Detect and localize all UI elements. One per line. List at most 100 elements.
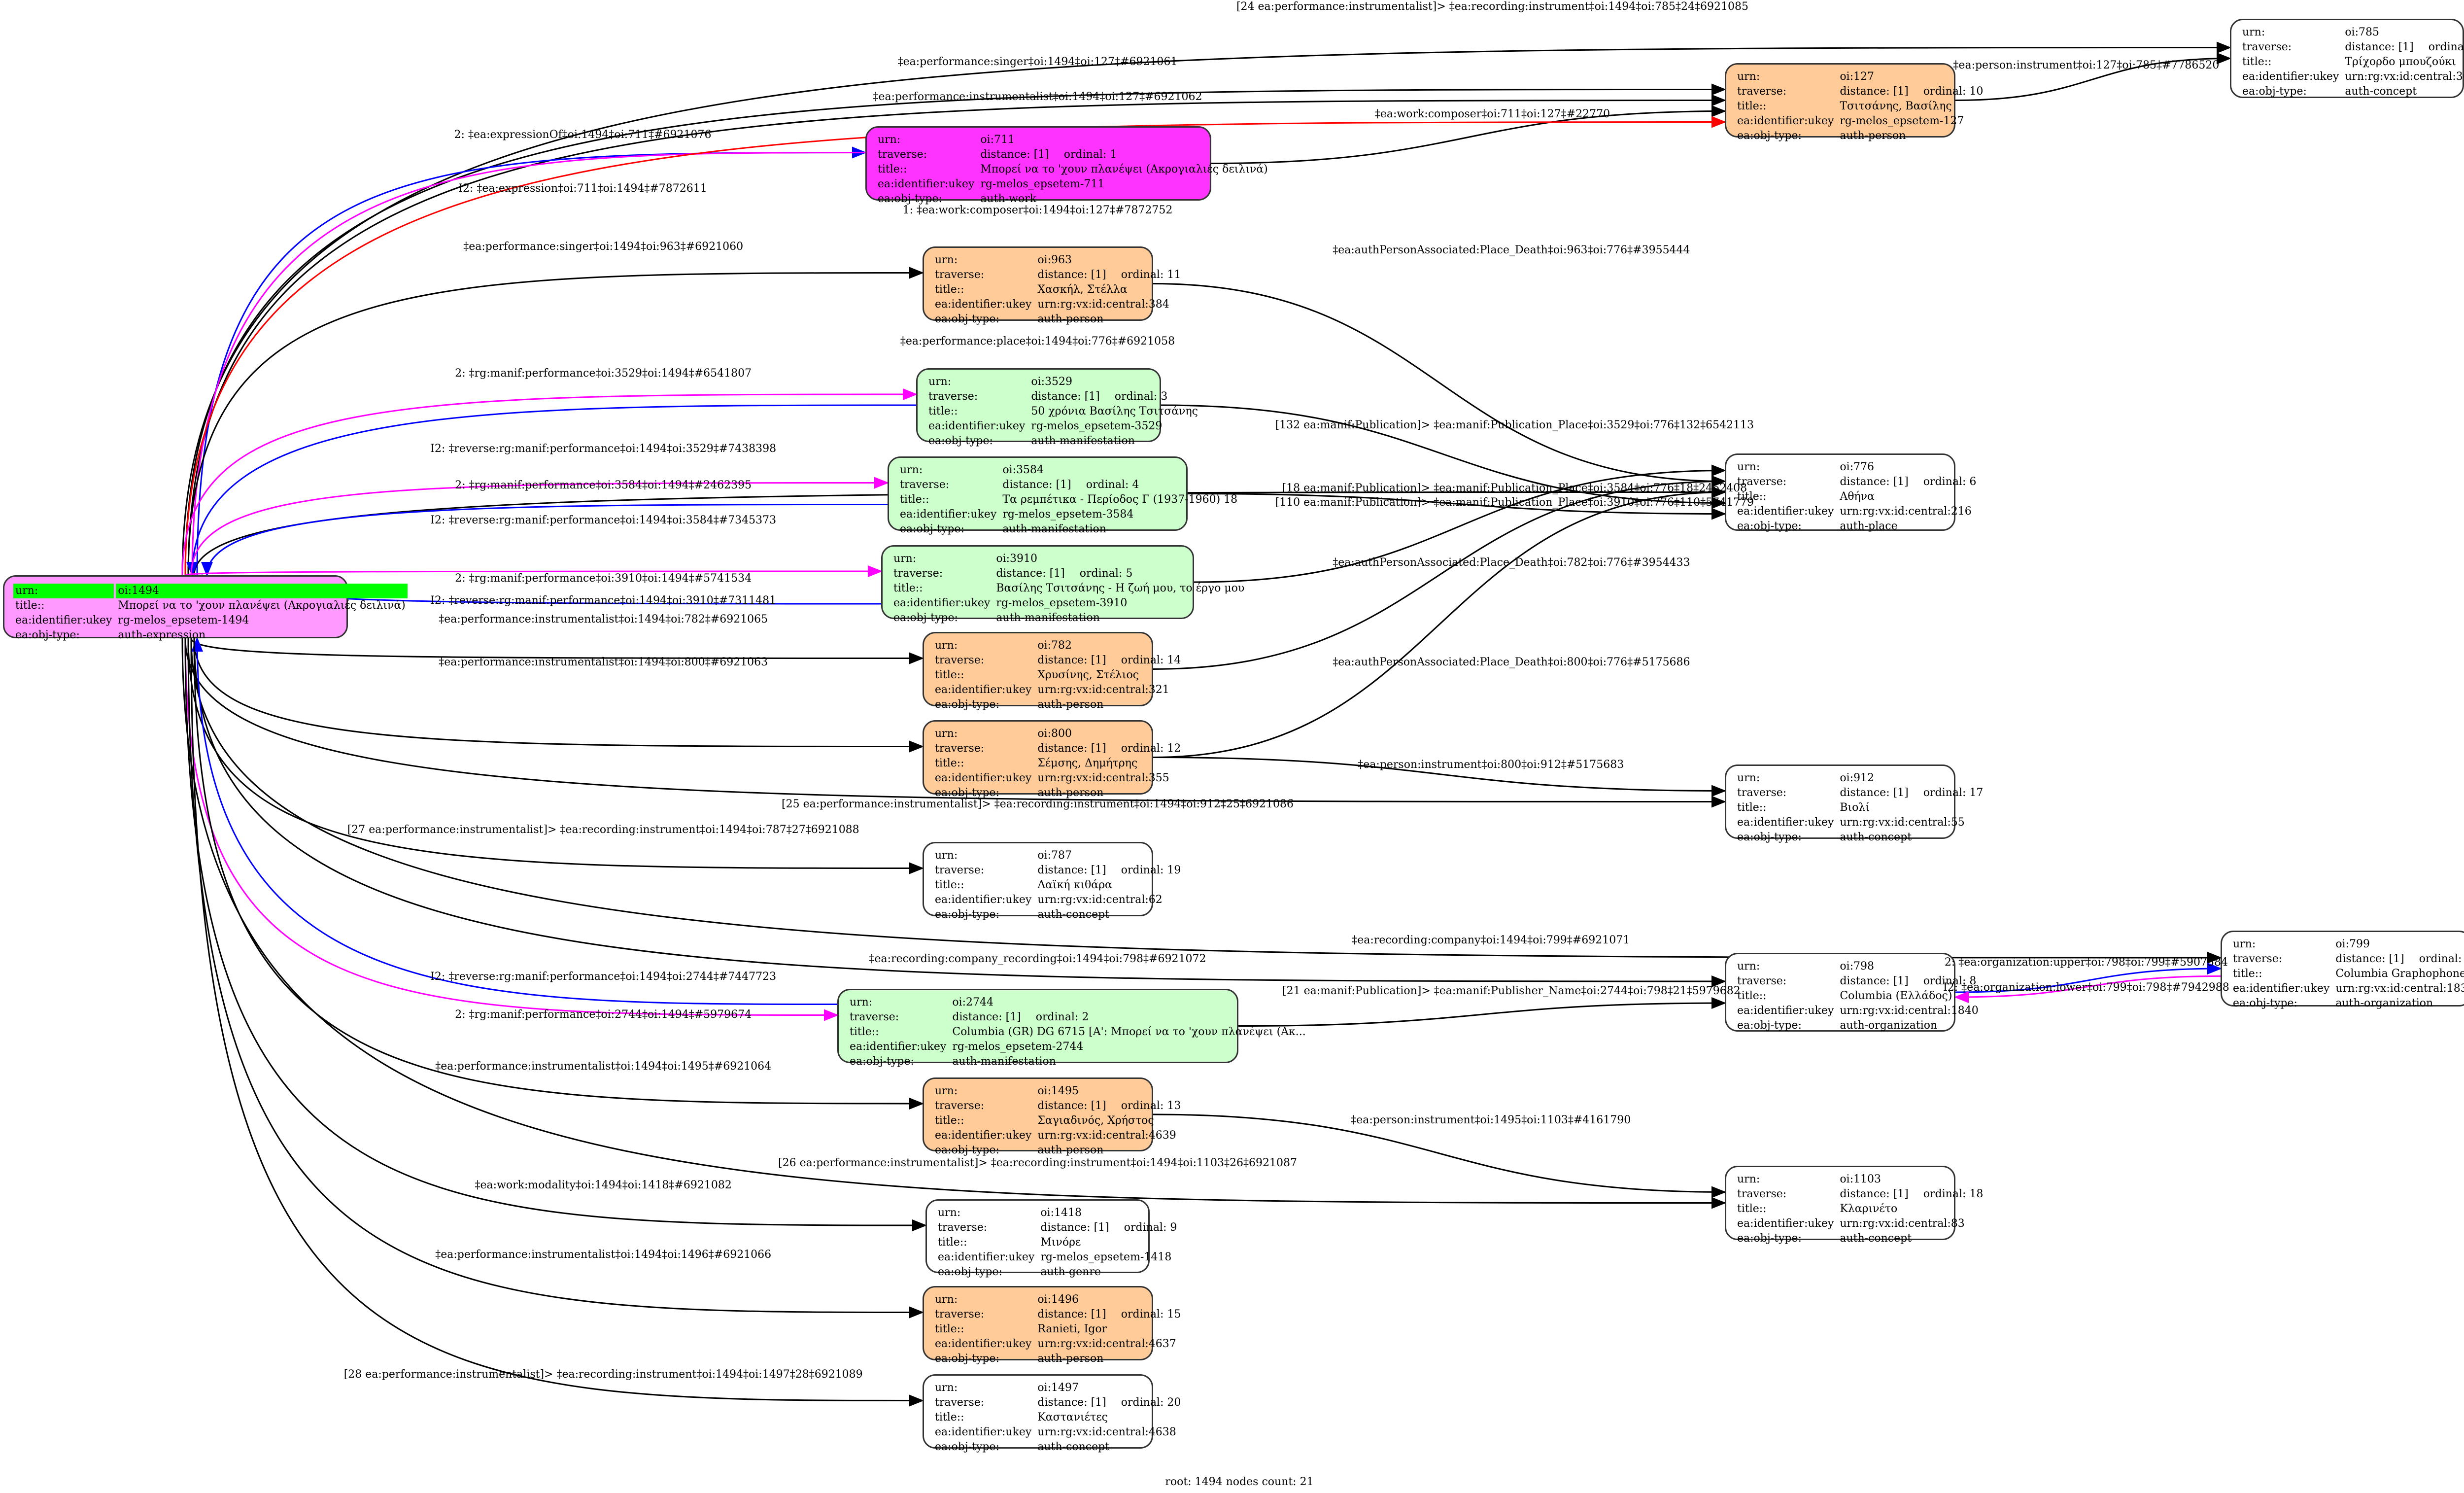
edge-label: I2: ‡reverse:rg:manif:performance‡oi:149… (430, 594, 777, 607)
field-label: traverse: (850, 1011, 899, 1023)
node-ordinal: ordinal: 16 (2428, 41, 2464, 53)
edge-1494-to-785 (181, 41, 2231, 576)
node-ordinal: ordinal: 12 (1121, 742, 1181, 755)
node-row-traverse: traverse:distance: [1]ordinal: 1 (876, 147, 1270, 162)
node-row-type: ea:obj-type:auth-person (933, 786, 1183, 800)
field-label: title:: (935, 669, 964, 681)
node-type: auth-work (980, 193, 1036, 205)
node-type: auth-person (1037, 313, 1104, 325)
field-label: traverse: (935, 864, 985, 876)
field-label: urn: (935, 254, 958, 266)
node-ukey: rg-melos_epsetem-711 (980, 178, 1105, 190)
node-distance: distance: [1] (1037, 1308, 1106, 1320)
node-distance: distance: [1] (1037, 269, 1106, 281)
node-row-urn: urn:oi:1418 (936, 1206, 1179, 1220)
field-label: ea:obj-type: (1737, 1019, 1802, 1032)
node-type: auth-place (1840, 520, 1898, 532)
field-label: ea:identifier:ukey (935, 298, 1032, 311)
field-label: urn: (2242, 26, 2265, 38)
node-row-type: ea:obj-type:auth-organization (2231, 996, 2464, 1011)
field-label: urn: (1737, 1173, 1760, 1185)
field-label: urn: (935, 1293, 958, 1306)
edge-label: ‡ea:performance:instrumentalist‡oi:1494‡… (435, 1060, 772, 1073)
edge-1494-to-2744 (184, 638, 839, 1021)
node-ukey: urn:rg:vx:id:central:4638 (1037, 1426, 1176, 1438)
edge-label: 2: ‡ea:expressionOf‡oi:1494‡oi:711‡#6921… (454, 128, 712, 141)
field-label: title:: (850, 1026, 879, 1038)
edge-label: ‡ea:recording:company‡oi:1494‡oi:799‡#69… (1352, 934, 1630, 946)
edge-label: [28 ea:performance:instrumentalist]> ‡ea… (343, 1368, 863, 1381)
node-row-type: ea:obj-type:auth-expression (13, 628, 408, 643)
node-row-type: ea:obj-type:auth-concept (1735, 1231, 1985, 1246)
edge-711-to-1494 (186, 152, 866, 577)
node-urn: oi:800 (1037, 728, 1072, 740)
field-label: title:: (900, 493, 929, 506)
edge-3529-to-1494 (186, 404, 917, 577)
edge-label: [27 ea:performance:instrumentalist]> ‡ea… (347, 823, 859, 836)
node-distance: distance: [1] (996, 567, 1065, 580)
edge-label: I2: ‡ea:expression‡oi:711‡oi:1494‡#78726… (458, 182, 707, 195)
node-row-type: ea:obj-type:auth-manifestation (891, 611, 1246, 625)
field-label: title:: (1737, 1203, 1767, 1215)
node-title: Σαγιαδινός, Χρήστος (1037, 1114, 1154, 1127)
node-row-urn: urn: oi:1496 (933, 1292, 1183, 1307)
node-distance: distance: [1] (1031, 390, 1100, 403)
node-type: auth-concept (2345, 85, 2417, 98)
node-row-urn: urn:oi:1103 (1735, 1172, 1985, 1187)
field-label: urn: (1737, 70, 1760, 83)
field-label: urn: (1737, 772, 1760, 784)
node-type: auth-organization (2335, 997, 2433, 1009)
field-label: urn: (935, 849, 958, 862)
edge-963-to-776 (1153, 283, 1726, 487)
node-row-urn: urn:oi:1495 (933, 1084, 1183, 1099)
node-urn: oi:1496 (1037, 1293, 1079, 1306)
field-label: ea:identifier:ukey (935, 772, 1032, 784)
node-ukey: urn:rg:vx:id:central:321 (1037, 684, 1169, 696)
node-row-title: title::Μινόρε (936, 1235, 1179, 1250)
field-label: title:: (15, 599, 45, 612)
node-ukey: urn:rg:vx:id:central:384 (1037, 298, 1169, 311)
edge-label: ‡ea:performance:place‡oi:1494‡oi:776‡#69… (900, 335, 1175, 348)
edge-label: ‡ea:performance:instrumentalist‡oi:1494‡… (439, 656, 768, 668)
field-label: title:: (1737, 490, 1767, 503)
node-urn: oi:3910 (996, 553, 1037, 565)
edge-label: ‡ea:authPersonAssociated:Place_Death‡oi:… (1333, 656, 1690, 668)
node-ukey: urn:rg:vx:id:central:301 (2345, 70, 2464, 83)
node-ukey: rg-melos_epsetem-1418 (1040, 1251, 1172, 1263)
edge-label: I2: ‡reverse:rg:manif:performance‡oi:149… (430, 514, 777, 526)
field-label: ea:obj-type: (935, 313, 999, 325)
edge-1494-to-776 (193, 486, 1726, 576)
edge-label: 1: ‡ea:work:composer‡oi:1494‡oi:127‡#787… (902, 204, 1173, 217)
field-label: ea:obj-type: (878, 193, 942, 205)
field-label: urn: (900, 464, 923, 476)
